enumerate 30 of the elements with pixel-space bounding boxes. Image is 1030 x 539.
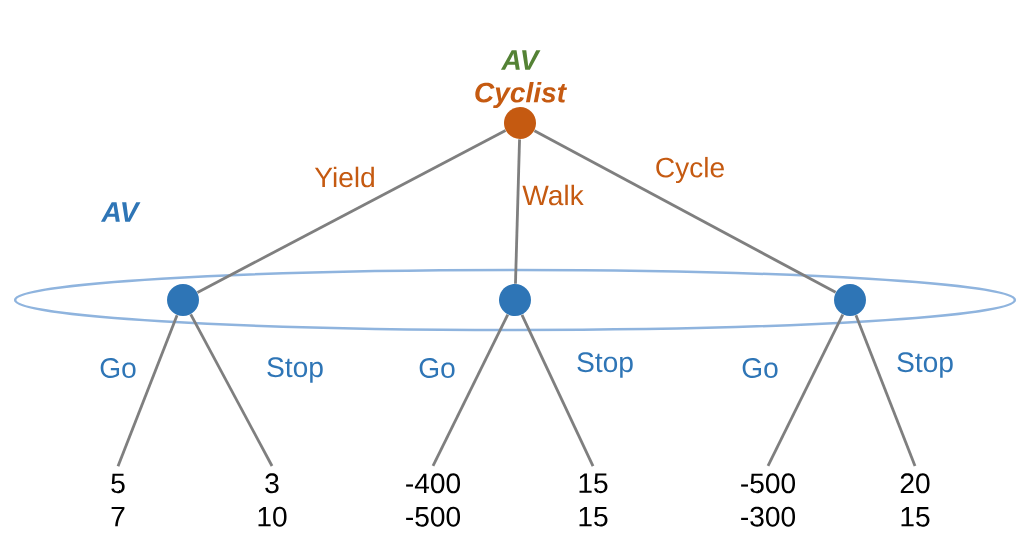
choice-node bbox=[834, 284, 866, 316]
branch-line bbox=[854, 314, 917, 467]
payoff-label: 5 7 bbox=[111, 473, 125, 527]
branch-line bbox=[514, 139, 521, 284]
payoff-label: 15 15 bbox=[579, 473, 608, 527]
payoff-label: 20 15 bbox=[900, 473, 930, 527]
player-label: AV bbox=[100, 202, 141, 222]
branch-line bbox=[533, 129, 837, 294]
edge-label: Stop bbox=[574, 350, 636, 380]
branch-line bbox=[116, 314, 179, 467]
edge-label: Stop bbox=[264, 355, 326, 385]
edge-label: Yield bbox=[312, 164, 378, 190]
player-label: Cyclist bbox=[475, 81, 568, 109]
edge-label: Stop bbox=[894, 350, 956, 380]
branch-line bbox=[766, 314, 845, 467]
choice-node bbox=[167, 284, 199, 316]
branch-line bbox=[431, 314, 510, 467]
player-label: AV bbox=[500, 50, 541, 70]
payoff-label: 3 10 bbox=[258, 473, 287, 527]
choice-node bbox=[499, 284, 531, 316]
payoff-label: -500 -300 bbox=[741, 473, 795, 527]
edge-label: Cycle bbox=[653, 155, 727, 185]
branch-line bbox=[189, 313, 274, 467]
edge-label: Go bbox=[416, 356, 458, 380]
payoff-label: -400 -500 bbox=[406, 473, 460, 527]
branch-line bbox=[196, 129, 507, 294]
branch-line bbox=[520, 314, 595, 467]
edge-label: Go bbox=[739, 356, 781, 380]
edge-label: Go bbox=[97, 356, 139, 380]
edge-label: Walk bbox=[520, 182, 586, 208]
